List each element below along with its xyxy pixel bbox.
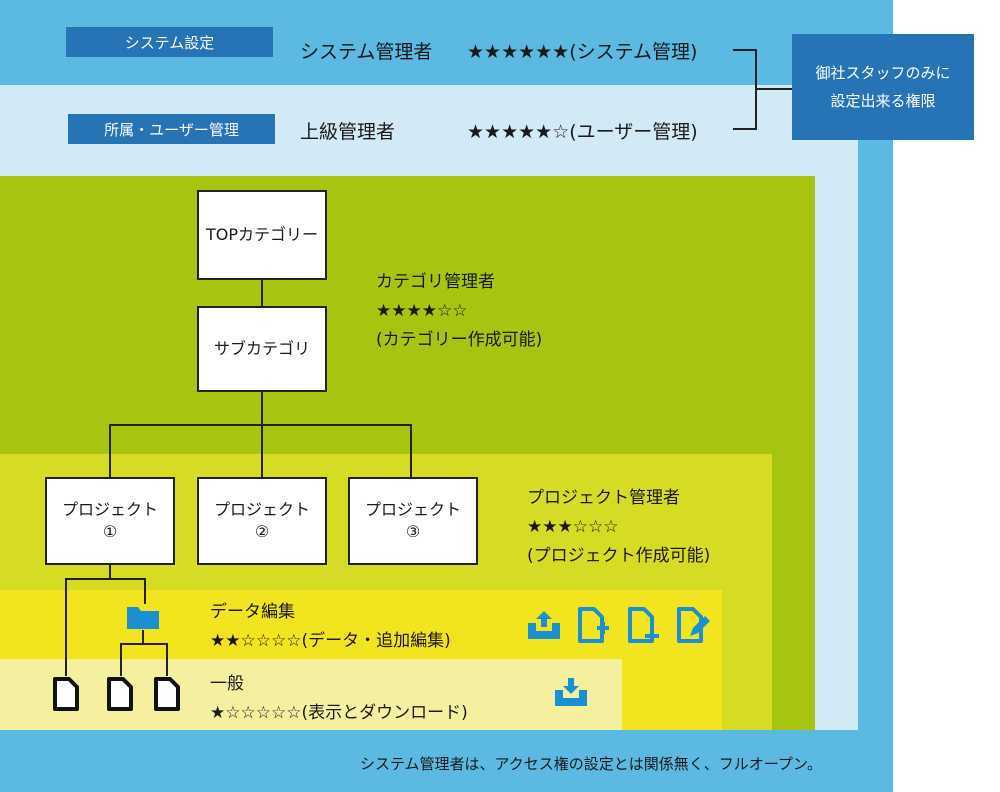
connector-project3: [410, 424, 412, 477]
project-admin-stars: ★★★☆☆☆: [527, 516, 619, 537]
project-admin-desc: (プロジェクト作成可能): [527, 545, 711, 566]
system-admin-stars: ★★★★★★(システム管理): [467, 41, 698, 63]
system-settings-tag: システム設定: [66, 27, 273, 57]
user-management-tag: 所属・ユーザー管理: [68, 114, 275, 144]
project-number: ②: [254, 522, 270, 541]
bracket-bottom: [733, 128, 757, 130]
general-stars: ★☆☆☆☆☆(表示とダウンロード): [210, 702, 468, 723]
staff-only-note: 御社スタッフのみに 設定出来る権限: [792, 34, 974, 140]
folder-branch-left: [120, 643, 122, 676]
tree-branch-left: [65, 578, 67, 676]
category-admin-info: カテゴリ管理者 ★★★★☆☆ (カテゴリー作成可能): [376, 268, 542, 355]
document-icon: [107, 677, 133, 711]
file-add-icon: [578, 607, 609, 643]
connector-project2: [261, 424, 263, 477]
senior-admin-role: 上級管理者: [300, 121, 396, 143]
project-admin-info: プロジェクト管理者 ★★★☆☆☆ (プロジェクト作成可能): [527, 484, 710, 571]
folder-icon: [127, 607, 159, 629]
sub-category-label: サブカテゴリ: [213, 339, 310, 359]
bracket-connector: [755, 88, 793, 90]
document-icon: [53, 677, 79, 711]
footer-note: システム管理者は、アクセス権の設定とは関係無く、フルオープン。: [360, 755, 823, 773]
project-admin-role: プロジェクト管理者: [527, 488, 680, 508]
folder-trunk: [142, 630, 144, 645]
general-layer: [0, 659, 622, 730]
project-label: プロジェクト: [61, 500, 158, 520]
system-admin-role: システム管理者: [300, 41, 433, 63]
connector-top-to-sub: [261, 280, 263, 306]
file-remove-icon: [628, 607, 659, 643]
data-edit-stars: ★★☆☆☆☆(データ・追加編集): [210, 630, 451, 651]
tree-branch-horizontal: [65, 578, 146, 580]
tree-branch-right: [144, 578, 146, 604]
bracket-top: [733, 49, 757, 51]
upload-icon: [528, 611, 560, 639]
sub-category-box: サブカテゴリ: [197, 306, 327, 392]
category-admin-stars: ★★★★☆☆: [376, 300, 468, 321]
folder-branch-right: [166, 643, 168, 676]
senior-admin-stars: ★★★★★☆(ユーザー管理): [467, 121, 698, 143]
general-info: 一般 ★☆☆☆☆☆(表示とダウンロード): [210, 670, 468, 728]
top-category-label: TOPカテゴリー: [205, 225, 319, 245]
project-number: ③: [405, 522, 421, 541]
staff-note-line1: 御社スタッフのみに: [815, 63, 951, 82]
document-icon: [154, 677, 180, 711]
project-number: ①: [102, 522, 118, 541]
tree-trunk: [109, 565, 111, 579]
category-admin-role: カテゴリ管理者: [376, 272, 495, 292]
top-category-box: TOPカテゴリー: [197, 190, 327, 280]
file-edit-icon: [677, 607, 710, 643]
project-box-2: プロジェクト ②: [197, 477, 327, 565]
general-role: 一般: [210, 674, 244, 694]
connector-projects-horizontal: [109, 424, 412, 426]
staff-note-line2: 設定出来る権限: [830, 92, 936, 110]
connector-sub-down: [261, 392, 263, 425]
folder-branch-horizontal: [120, 643, 168, 645]
download-icon: [555, 678, 587, 706]
project-label: プロジェクト: [213, 500, 310, 520]
data-edit-info: データ編集 ★★☆☆☆☆(データ・追加編集): [210, 598, 451, 656]
connector-project1: [109, 424, 111, 477]
project-box-1: プロジェクト ①: [45, 477, 175, 565]
project-box-3: プロジェクト ③: [348, 477, 478, 565]
category-admin-desc: (カテゴリー作成可能): [376, 329, 543, 350]
project-label: プロジェクト: [364, 500, 461, 520]
data-edit-role: データ編集: [210, 602, 295, 622]
